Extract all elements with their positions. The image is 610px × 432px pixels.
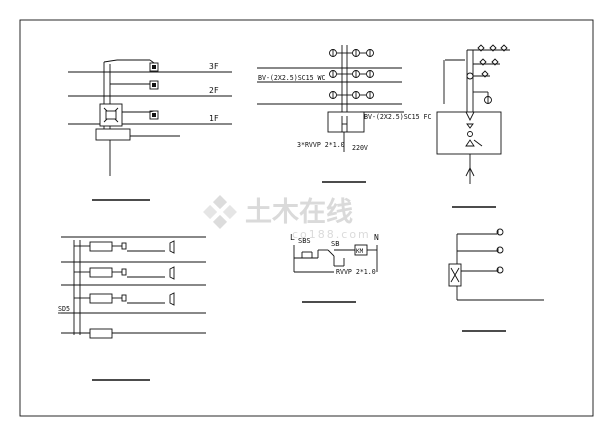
watermark: 土木在线 co188.com xyxy=(203,195,371,241)
feeder-row-2 xyxy=(74,266,175,280)
diagram-lighting-riser: BV-(2X2.5)SC15 WC BV-(2X2.5)SC15 FC 3*RV… xyxy=(257,45,432,183)
side-label: SD5 xyxy=(58,305,70,313)
sheet-border xyxy=(19,19,594,417)
watermark-logo-icon xyxy=(203,195,237,229)
lamp-icon xyxy=(496,228,504,236)
circuit-cable-label: RVVP 2*1.0 xyxy=(336,268,376,276)
cable-label-lower: BV-(2X2.5)SC15 FC xyxy=(364,113,432,121)
distribution-panel xyxy=(95,128,131,141)
lamp-icon xyxy=(496,246,504,254)
voltage-label: 220V xyxy=(352,144,368,152)
switch-label-sbs: SBS xyxy=(298,237,311,245)
lamp-icon xyxy=(496,266,504,274)
watermark-text-cn: 土木在线 xyxy=(245,197,353,228)
diagram-control-circuit: L N SBS SB KM RVVP 2*1.0 xyxy=(290,233,379,303)
relay-label: KM xyxy=(356,248,364,255)
phase-label: L xyxy=(290,233,295,242)
lamp-icons xyxy=(329,49,374,99)
floor-label-3f: 3F xyxy=(209,62,219,71)
diagram-floor-riser: 3F 2F 1F xyxy=(68,59,232,201)
diagram-emergency-lighting xyxy=(436,44,510,208)
fixture-icons xyxy=(466,44,508,104)
feeder-row-3 xyxy=(74,292,175,306)
lighting-panel xyxy=(327,111,365,133)
control-cable-label: 3*RVVP 2*1.0 xyxy=(297,141,345,149)
cable-label-upper: BV-(2X2.5)SC15 WC xyxy=(258,74,326,82)
floor-label-1f: 1F xyxy=(209,114,219,123)
feeder-row-1 xyxy=(74,240,175,254)
diagram-feeders: SD5 xyxy=(58,236,206,381)
diagram-lamp-feeders xyxy=(448,228,544,332)
floor-label-2f: 2F xyxy=(209,86,219,95)
switch-label-sb: SB xyxy=(331,240,339,248)
feeder-row-4 xyxy=(80,328,113,339)
neutral-label: N xyxy=(374,233,379,242)
watermark-text-en: co188.com xyxy=(292,228,371,241)
